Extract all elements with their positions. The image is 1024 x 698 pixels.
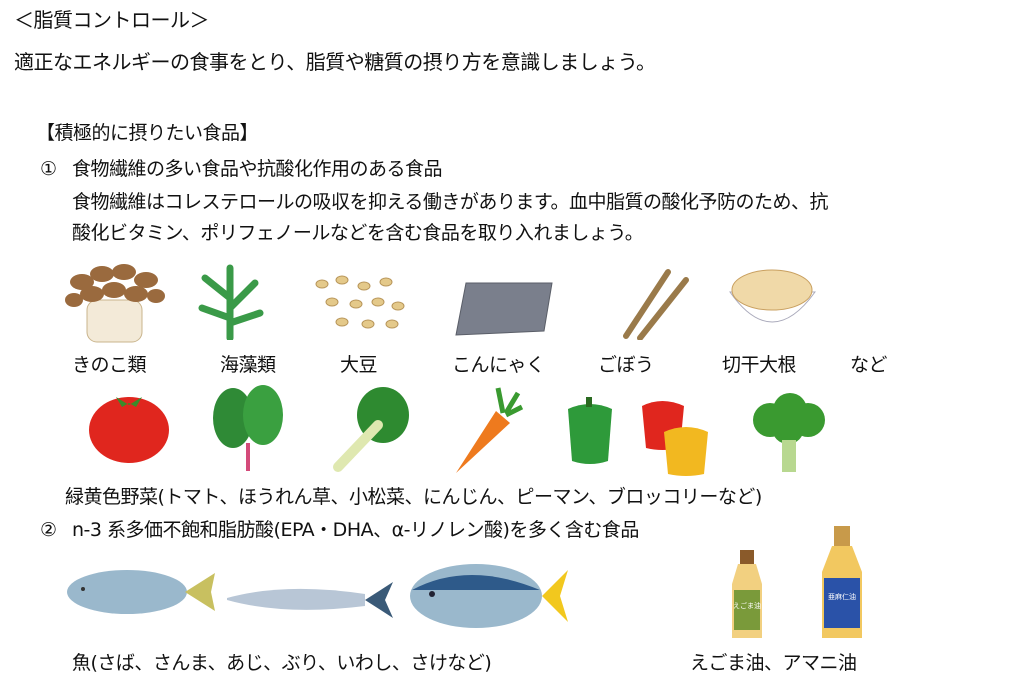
- burdock-illustration: [623, 269, 689, 340]
- spinach-illustration: [213, 385, 283, 471]
- intro-text: 適正なエネルギーの食事をとり、脂質や糖質の摂り方を意識しましょう。: [14, 50, 656, 74]
- egoma-oil-bottle: えごま油: [732, 550, 762, 638]
- mushroom-illustration: [65, 264, 165, 343]
- section-heading: 【積極的に摂りたい食品】: [36, 122, 259, 144]
- mackerel-illustration: [67, 570, 215, 614]
- item2-heading: n-3 系多価不飽和脂肪酸(EPA・DHA、α-リノレン酸)を多く含む食品: [72, 519, 639, 541]
- seaweed-illustration: [198, 264, 264, 340]
- saury-illustration: [227, 582, 393, 618]
- fish-caption: 魚(さば、さんま、あじ、ぶり、いわし、さけなど): [72, 652, 492, 674]
- food-label-kiriboshi: 切干大根: [722, 354, 797, 376]
- komatsuna-illustration: [333, 387, 409, 472]
- broccoli-illustration: [753, 393, 825, 472]
- soybean-illustration: [315, 275, 405, 329]
- food-label-etc: など: [850, 354, 888, 376]
- page-title: ＜脂質コントロール＞: [14, 8, 210, 32]
- food-label-burdock: ごぼう: [598, 354, 654, 376]
- flaxseed-oil-bottle: 亜麻仁油: [822, 526, 862, 638]
- oil-caption: えごま油、アマニ油: [690, 652, 857, 674]
- item1-heading: 食物繊維の多い食品や抗酸化作用のある食品: [72, 158, 443, 180]
- food-label-konnyaku: こんにゃく: [452, 354, 545, 376]
- item1-number: ①: [40, 158, 57, 180]
- vegetables-caption: 緑黄色野菜(トマト、ほうれん草、小松菜、にんじん、ピーマン、ブロッコリーなど): [65, 486, 762, 508]
- egoma-bottle-label: えごま油: [733, 601, 761, 610]
- food-label-seaweed: 海藻類: [220, 354, 276, 376]
- item2-number: ②: [40, 519, 57, 541]
- flaxseed-bottle-label: 亜麻仁油: [828, 592, 856, 601]
- tomato-illustration: [89, 397, 169, 463]
- carrot-illustration: [456, 387, 523, 473]
- item1-desc-line2: 酸化ビタミン、ポリフェノールなどを含む食品を取り入れましょう。: [72, 222, 644, 244]
- yellowtail-illustration: [410, 564, 568, 628]
- item1-desc-line1: 食物繊維はコレステロールの吸収を抑える働きがあります。血中脂質の酸化予防のため、…: [72, 191, 829, 213]
- kiriboshi-daikon-illustration: [729, 269, 816, 323]
- green-pepper-illustration: [568, 397, 612, 464]
- food-label-soybeans: 大豆: [340, 354, 378, 376]
- konnyaku-illustration: [455, 282, 553, 336]
- food-label-mushrooms: きのこ類: [72, 354, 147, 376]
- paprika-illustration: [642, 401, 708, 476]
